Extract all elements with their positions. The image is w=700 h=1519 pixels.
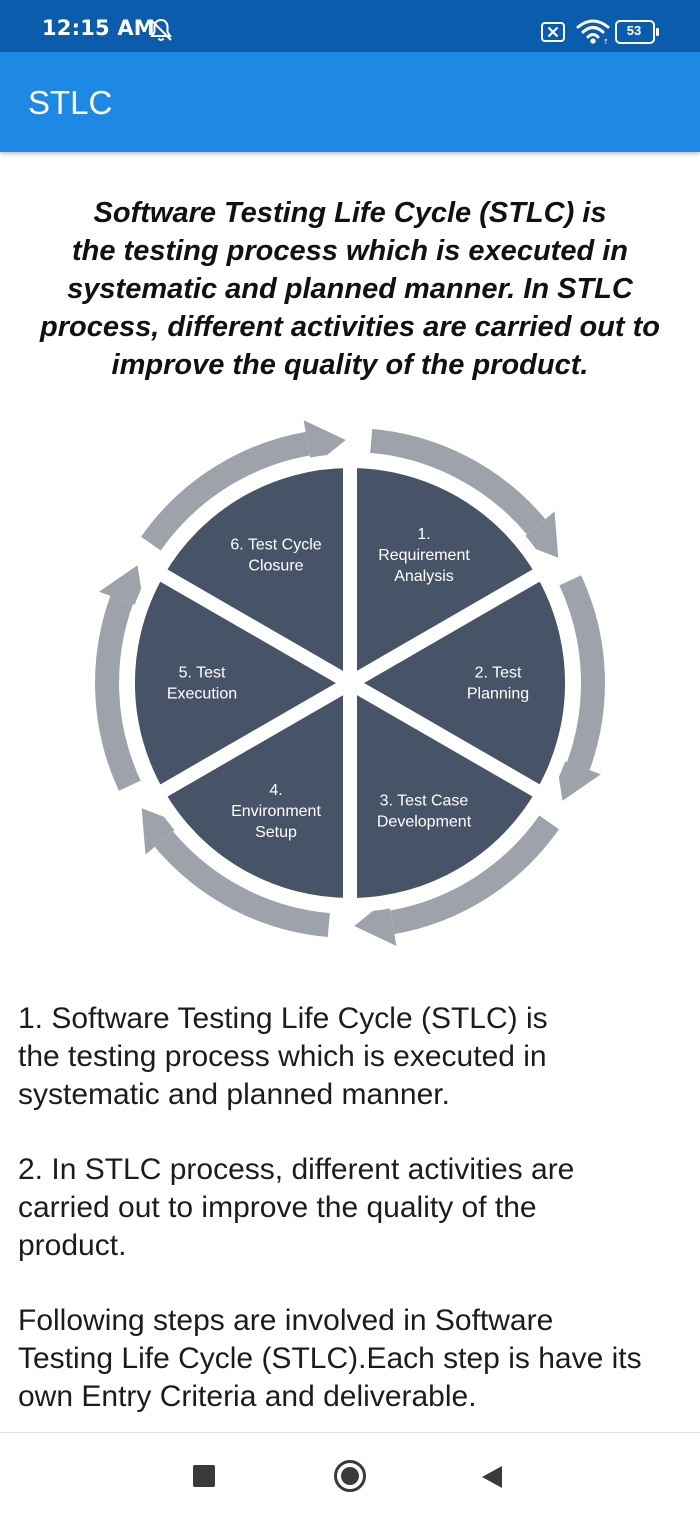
cycle-arrow-arc (370, 428, 546, 535)
cycle-arrow-head (141, 808, 183, 855)
app-bar: STLC (0, 52, 700, 152)
cycle-arrow-head (99, 565, 145, 609)
cycle-slice (150, 676, 357, 912)
paragraph-1: 1. Software Testing Life Cycle (STLC) is… (18, 1002, 548, 1111)
paragraph-3: Following steps are involved in Software… (18, 1304, 642, 1413)
status-bar: 12:15 AM ↑ 53 (0, 0, 700, 52)
recents-square-icon[interactable] (193, 1465, 215, 1487)
cycle-arrow-head (303, 420, 346, 468)
cycle-arrow-arc (95, 595, 141, 791)
cycle-arrow-arc (559, 575, 605, 771)
intro-text: Software Testing Life Cycle (STLC) is th… (40, 197, 660, 381)
cycle-arrow-arc (389, 815, 559, 935)
back-triangle-icon[interactable] (480, 1464, 504, 1490)
navigation-bar (0, 1432, 700, 1519)
cycle-slice (121, 565, 357, 801)
cycle-arrow-head (517, 511, 559, 558)
cycle-slice (150, 454, 357, 690)
paragraph-2: 2. In STLC process, different activities… (18, 1153, 575, 1262)
cycle-arrow-head (555, 757, 601, 801)
cycle-slice (343, 454, 550, 690)
cycle-arrow-arc (141, 431, 311, 551)
status-time: 12:15 AM (42, 16, 155, 40)
cycle-arrows (95, 420, 605, 946)
wifi-icon: ↑ (576, 19, 610, 45)
cycle-slice (343, 676, 550, 912)
bell-off-icon (150, 18, 172, 41)
sim-x-icon (541, 22, 565, 42)
svg-text:↑: ↑ (603, 38, 609, 45)
app-title: STLC (28, 84, 113, 121)
cycle-slice (343, 565, 579, 801)
cycle-slices (121, 454, 579, 912)
cycle-arrow-arc (154, 831, 330, 938)
battery-level: 53 (626, 23, 642, 38)
cycle-arrow-head (354, 898, 397, 946)
battery-icon (615, 20, 659, 44)
home-circle-icon[interactable] (333, 1459, 367, 1493)
